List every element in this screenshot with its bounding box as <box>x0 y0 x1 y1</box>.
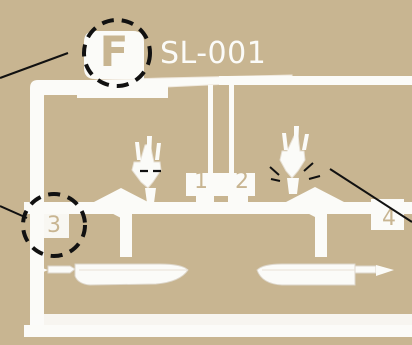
logo-badge: F <box>82 18 152 88</box>
knife-left-handle <box>47 265 76 274</box>
hand-left-finger-2 <box>147 136 152 158</box>
knife-left-upper-stem <box>120 212 132 257</box>
hand-right-part <box>269 126 321 194</box>
part-3-callout-line <box>0 205 28 219</box>
knife-left-part <box>34 212 189 286</box>
hand-right-mark-left-2 <box>270 178 281 182</box>
bottom-sprue-inner-rail <box>30 314 412 325</box>
logo-callout-circle <box>82 18 152 88</box>
part-1-label: 1 <box>194 169 208 194</box>
top-right-sprue-rail <box>219 76 412 85</box>
left-gate <box>92 188 150 218</box>
hand-left-part <box>131 136 166 203</box>
center-right-sprue <box>229 85 234 202</box>
hand-right-mark-left-1 <box>269 166 280 176</box>
hand-right-icon <box>279 135 306 179</box>
left-corner-sprue <box>30 80 86 337</box>
hand-right-mark-right-1 <box>303 162 314 172</box>
part-3-plate <box>39 205 69 238</box>
hand-right-callout-line <box>329 168 412 223</box>
hand-left-icon <box>131 143 162 189</box>
hand-left-stem <box>145 188 156 203</box>
knife-left-tip-gate <box>34 265 48 276</box>
hand-left-finger-3 <box>155 143 161 160</box>
hand-left-finger-1 <box>135 142 141 160</box>
part-2-tab <box>228 190 248 204</box>
hand-right-finger-1 <box>282 133 288 150</box>
knife-left-icon <box>74 263 189 286</box>
right-gate <box>286 187 344 217</box>
sprue-code-label: SL-001 <box>160 36 266 71</box>
knife-right-upper-stem <box>315 211 327 257</box>
hand-right-finger-2 <box>294 126 299 148</box>
part-1-tab <box>196 190 214 204</box>
part-3-label-overlay: 3 <box>47 213 61 238</box>
logo-callout-line <box>0 52 69 79</box>
part-4-tab <box>371 199 404 230</box>
logo-sprue-bridge <box>77 80 168 98</box>
knife-right-part <box>256 211 394 286</box>
hand-right-mark-right-2 <box>308 175 321 180</box>
hand-right-stem <box>287 178 299 194</box>
knife-right-tip-gate <box>376 265 394 276</box>
hand-right-finger-3 <box>302 134 309 150</box>
bottom-sprue-rail <box>24 325 412 337</box>
logo-letter-icon: F <box>100 27 129 76</box>
center-left-sprue <box>208 85 213 202</box>
logo-badge-shape <box>84 31 144 79</box>
knife-right-handle <box>354 265 377 274</box>
part-3-callout-circle <box>21 192 87 258</box>
sprue-frame <box>24 74 412 337</box>
part-4-label: 4 <box>382 206 396 231</box>
part-2-label: 2 <box>235 169 249 194</box>
knife-right-icon <box>256 263 356 286</box>
